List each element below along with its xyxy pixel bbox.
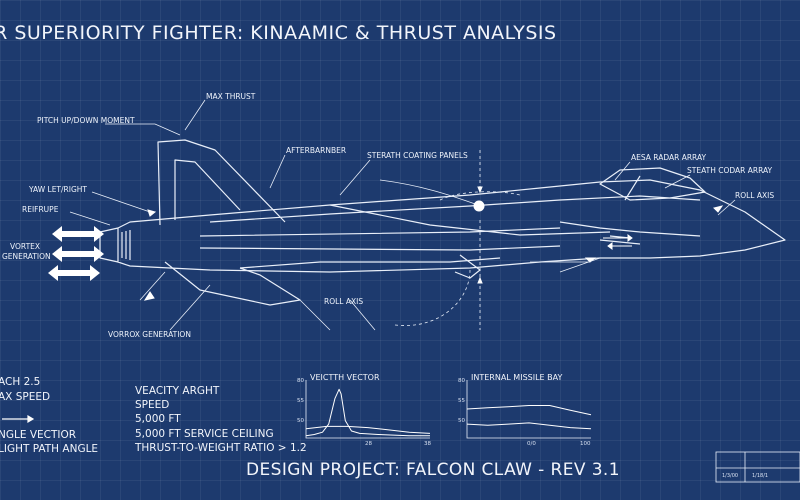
title-block-date: 1/3/00: [722, 473, 739, 479]
chart2-xtick: 0/0: [527, 441, 536, 447]
spec-mid-0: VEACITY ARGHT: [135, 385, 220, 397]
horizontal-stabilizer: [164, 261, 301, 306]
wing-leading-edge: [329, 204, 611, 236]
chart1-ytick: 80: [297, 378, 304, 384]
wing-trailing-edge: [239, 257, 501, 269]
callout-yaw: YAW LET/RIGHT: [29, 185, 88, 194]
canopy: [599, 167, 706, 201]
fuselage-outline: [117, 179, 786, 273]
spec-left-1: AX SPEED: [0, 391, 51, 403]
spec-mid-4: THRUST-TO-WEIGHT RATIO > 1.2: [135, 442, 307, 454]
chart1-series-1-line: [305, 388, 430, 437]
chart1-xtick: 28: [365, 441, 372, 447]
callout-max-thrust: MAX THRUST: [206, 92, 256, 101]
callout-roll-axis-right: ROLL AXIS: [735, 191, 775, 200]
callout-vorrox: VORROX GENERATION: [108, 330, 191, 339]
spec-left-3: LIGHT PATH ANGLE: [0, 443, 99, 455]
title-block-ref: 1/18/1: [752, 473, 769, 479]
callout-aesa: AESA RADAR ARRAY: [631, 153, 707, 162]
spec-mid-2: 5,000 FT: [135, 413, 181, 425]
chart1-ytick: 50: [297, 418, 304, 424]
spine-line: [209, 195, 701, 223]
chart2-ytick: 50: [458, 418, 465, 424]
callout-vortex: VORTEX: [10, 242, 41, 251]
callout-generation: GENERATION: [2, 252, 51, 261]
chart2-title: INTERNAL MISSILE BAY: [471, 373, 563, 382]
chart1-ytick: 55: [297, 398, 304, 404]
spec-left-0: ACH 2.5: [0, 376, 41, 388]
diagram-title: IR SUPERIORITY FIGHTER: KINAAMIC & THRUS…: [0, 22, 557, 44]
chart1-series-2-line: [305, 425, 431, 434]
chart2-xtick: 100: [580, 441, 591, 447]
chart1-axes: [305, 380, 430, 439]
vortex-arrows: [48, 226, 104, 281]
roll-axis-marker: [473, 200, 485, 212]
chart2-axes: [466, 380, 591, 439]
footer-title: DESIGN PROJECT: FALCON CLAW - REV 3.1: [246, 460, 620, 480]
engine-nozzle: [99, 227, 119, 263]
callout-pitch: PITCH UP/DOWN MOMENT: [37, 116, 135, 125]
title-block: [715, 451, 800, 483]
chart1-xtick: 38: [424, 441, 431, 447]
callout-roll-axis-bottom: ROLL AXIS: [324, 297, 364, 306]
chart2-series-2-line: [466, 422, 592, 430]
spec-left-2: NGLE VECTIOR: [0, 429, 77, 441]
callout-afterburner: AFTERBARNBER: [286, 146, 347, 155]
chart2-ytick: 55: [458, 398, 465, 404]
chart1-title: VEICTTH VECTOR: [310, 373, 380, 382]
callout-stealth-panels: STERATH COATING PANELS: [367, 151, 468, 160]
vertical-tail: [157, 139, 286, 226]
spec-mid-3: 5,000 FT SERVICE CEILING: [135, 428, 274, 440]
callout-stealth-codar: STEATH CODAR ARRAY: [687, 166, 773, 175]
chart2-series-1-line: [466, 405, 592, 416]
spec-mid-1: SPEED: [135, 399, 170, 411]
callout-reifrupe: REIFRUPE: [22, 205, 59, 214]
chart2-ytick: 80: [458, 378, 465, 384]
